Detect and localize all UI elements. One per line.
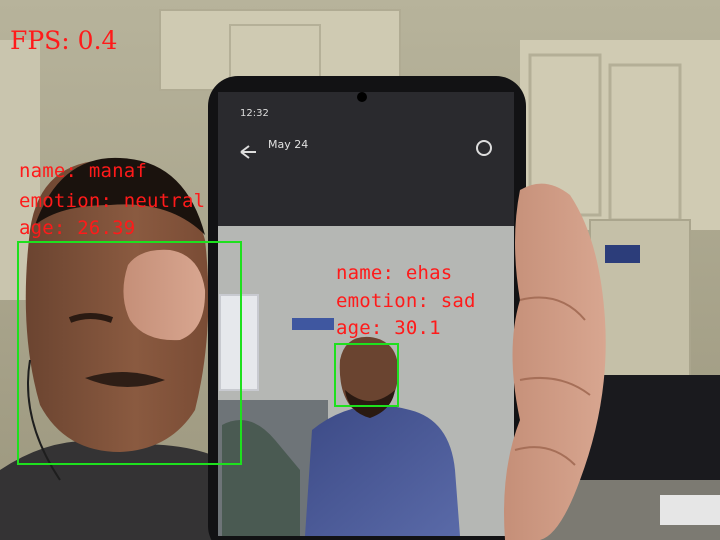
thumb (123, 249, 206, 341)
person-body (0, 440, 240, 540)
phone-person-body (305, 405, 460, 536)
holding-hand (504, 183, 606, 540)
detection-2-face-box (334, 343, 399, 407)
person-head (25, 160, 209, 452)
detection-1-age: age: 26.39 (19, 217, 136, 239)
scan-icon (476, 140, 492, 156)
detection-2-age: age: 30.1 (336, 317, 441, 339)
detection-2-emotion: emotion: sad (336, 290, 476, 312)
fps-counter: FPS: 0.4 (10, 26, 118, 55)
detection-1-face-box (17, 241, 242, 465)
phone-header (218, 92, 514, 227)
detection-1-name: name: manaf (19, 160, 148, 182)
phone-time: 12:32 (240, 108, 269, 119)
detection-2-name: name: ehas (336, 262, 453, 284)
back-arrow-icon (240, 145, 256, 159)
detection-1-emotion: emotion: neutral (19, 190, 206, 212)
phone-person-head (339, 336, 399, 414)
phone-date-title: May 24 (268, 138, 308, 151)
